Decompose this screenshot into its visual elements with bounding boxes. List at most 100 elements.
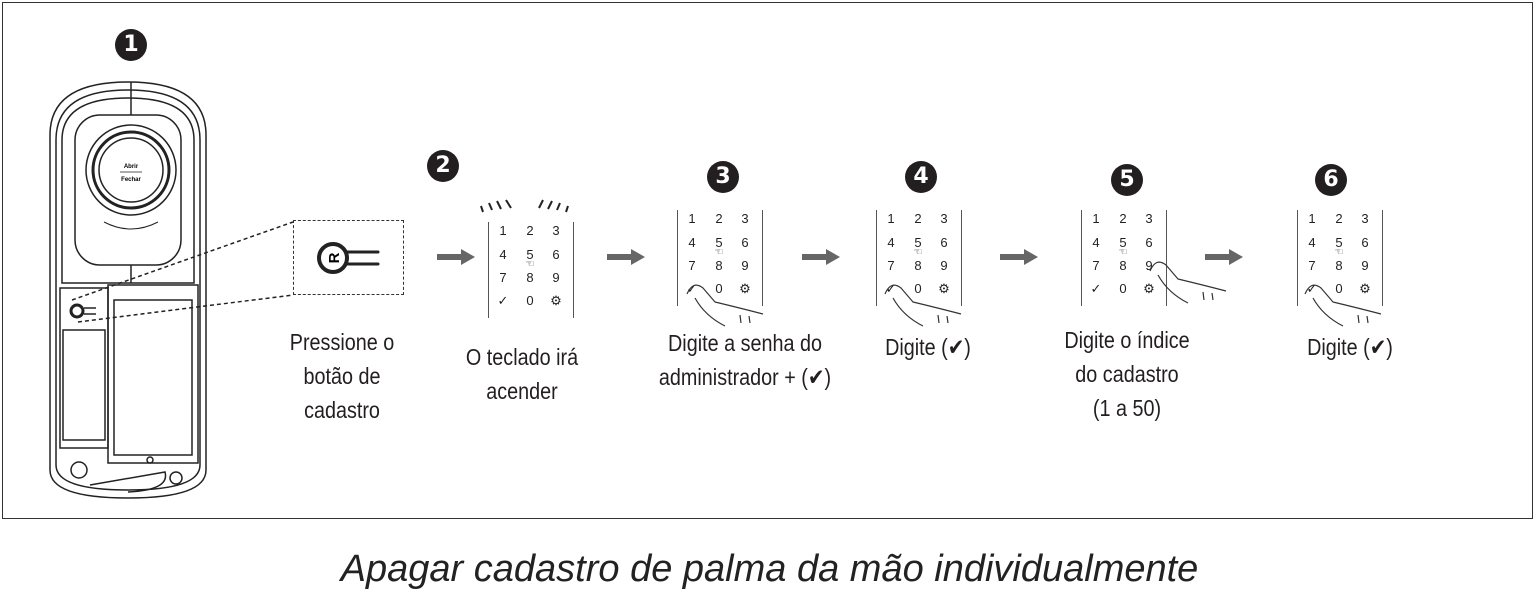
keypad-key: 1 bbox=[499, 223, 507, 238]
palm-sensor-icon: ☜ bbox=[525, 259, 535, 270]
keypad-key: 4 bbox=[1308, 235, 1316, 250]
arrow-right-icon bbox=[1000, 249, 1038, 265]
palm-sensor-icon: ☜ bbox=[913, 247, 923, 258]
keypad-key: 0 bbox=[526, 293, 534, 308]
keypad-key: ⚙ bbox=[739, 281, 751, 296]
keypad-key: 4 bbox=[887, 235, 895, 250]
keypad-key: 3 bbox=[1361, 211, 1369, 226]
keypad-key: ✓ bbox=[686, 281, 698, 296]
keypad-key: 9 bbox=[940, 258, 948, 273]
step-5-badge: 5 bbox=[1111, 164, 1143, 196]
lock-open-label: Abrir bbox=[124, 164, 139, 170]
palm-sensor-icon: ☜ bbox=[714, 247, 724, 258]
keypad-key: ✓ bbox=[497, 293, 509, 308]
keypad: 1 2 3 4 5 6 7 8 9 ✓ 0 ⚙ ☜ bbox=[1081, 210, 1167, 306]
keypad-key: 6 bbox=[1145, 235, 1153, 250]
keypad-key: 8 bbox=[1119, 258, 1127, 273]
keypad-key: 6 bbox=[552, 247, 560, 262]
keypad-key: ⚙ bbox=[550, 293, 562, 308]
keypad-key: 8 bbox=[914, 258, 922, 273]
arrow-right-icon bbox=[802, 249, 840, 265]
keypad-key: 1 bbox=[1092, 211, 1100, 226]
palm-sensor-icon: ☜ bbox=[1334, 247, 1344, 258]
keypad-key: 0 bbox=[1335, 281, 1343, 296]
keypad-key: ⚙ bbox=[1143, 281, 1155, 296]
keypad-key: 9 bbox=[741, 258, 749, 273]
diagram-frame bbox=[2, 2, 1533, 519]
step-4-text: Digite (✔) bbox=[859, 330, 997, 364]
keypad-key: 0 bbox=[1119, 281, 1127, 296]
keypad-key: 5 bbox=[1119, 235, 1127, 250]
text-line: O teclado irá bbox=[465, 344, 579, 370]
keypad-key: 8 bbox=[715, 258, 723, 273]
step-6-text: Digite (✔) bbox=[1281, 330, 1419, 364]
button-zoom-box: R bbox=[293, 220, 404, 295]
keypad-key: 7 bbox=[1308, 258, 1316, 273]
keypad-key: ✓ bbox=[885, 281, 897, 296]
text-line: Digite o índice bbox=[1064, 327, 1190, 353]
keypad-key: 6 bbox=[741, 235, 749, 250]
keypad-key: 4 bbox=[1092, 235, 1100, 250]
keypad-key: 2 bbox=[715, 211, 723, 226]
arrow-right-icon bbox=[437, 249, 475, 265]
keypad-key: 8 bbox=[526, 270, 534, 285]
keypad-key: 5 bbox=[914, 235, 922, 250]
finger-icon bbox=[686, 284, 764, 327]
keypad-key: 1 bbox=[887, 211, 895, 226]
register-button-letter: R bbox=[326, 252, 343, 263]
arrow-right-icon bbox=[1205, 249, 1243, 265]
text-line: acender bbox=[486, 378, 558, 404]
keypad-key: 3 bbox=[741, 211, 749, 226]
keypad-key: 6 bbox=[940, 235, 948, 250]
text-line: do cadastro bbox=[1075, 361, 1179, 387]
register-button-icon: R bbox=[317, 242, 380, 274]
text-line: botão de bbox=[303, 363, 381, 389]
palm-sensor-icon: ☜ bbox=[1118, 247, 1128, 258]
light-rays-icon bbox=[480, 199, 569, 213]
text-line: Digite (✔) bbox=[885, 334, 971, 360]
keypad-key: 9 bbox=[1145, 258, 1153, 273]
lock-close-label: Fechar bbox=[121, 177, 141, 183]
keypad-key: 5 bbox=[1335, 235, 1343, 250]
keypad-key: 4 bbox=[499, 247, 507, 262]
keypad-key: 7 bbox=[1092, 258, 1100, 273]
keypad-key: 0 bbox=[715, 281, 723, 296]
step-2-text: O teclado irá acender bbox=[453, 340, 591, 408]
step-4-badge: 4 bbox=[905, 161, 937, 193]
step-3-badge: 3 bbox=[707, 161, 739, 193]
step-1-badge: 1 bbox=[115, 29, 147, 61]
keypad-key: 7 bbox=[887, 258, 895, 273]
keypad-key: 2 bbox=[1335, 211, 1343, 226]
keypad-key: 6 bbox=[1361, 235, 1369, 250]
keypad-key: 1 bbox=[688, 211, 696, 226]
keypad-key: 1 bbox=[1308, 211, 1316, 226]
keypad-key: 3 bbox=[552, 223, 560, 238]
keypad-key: 2 bbox=[526, 223, 534, 238]
step-5-text: Digite o índice do cadastro (1 a 50) bbox=[1058, 323, 1196, 425]
keypad-key: ⚙ bbox=[938, 281, 950, 296]
keypad-key: 9 bbox=[1361, 258, 1369, 273]
step-6-badge: 6 bbox=[1315, 164, 1347, 196]
text-line: Digite (✔) bbox=[1307, 334, 1393, 360]
keypad-key: 5 bbox=[715, 235, 723, 250]
finger-icon bbox=[1304, 284, 1382, 327]
keypad-key: 0 bbox=[914, 281, 922, 296]
keypad-key: 3 bbox=[940, 211, 948, 226]
keypad-key: ✓ bbox=[1090, 281, 1102, 296]
keypad-key: 3 bbox=[1145, 211, 1153, 226]
keypad-key: 2 bbox=[1119, 211, 1127, 226]
text-line: (1 a 50) bbox=[1092, 395, 1162, 421]
step-1-text: Pressione o botão de cadastro bbox=[273, 325, 411, 427]
step-3-text: Digite a senha do administrador + (✔) bbox=[642, 326, 848, 394]
text-line: Pressione o bbox=[289, 329, 395, 355]
keypad-key: 5 bbox=[526, 247, 534, 262]
finger-icon bbox=[1149, 261, 1227, 304]
arrow-right-icon bbox=[607, 249, 645, 265]
text-line: administrador + (✔) bbox=[658, 364, 832, 390]
keypad-key: 8 bbox=[1335, 258, 1343, 273]
keypad-key: ✓ bbox=[1306, 281, 1318, 296]
